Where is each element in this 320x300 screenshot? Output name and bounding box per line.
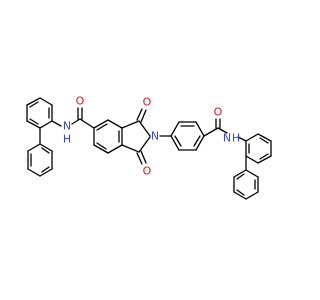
right-ring-carbonyl-bond (203, 127, 219, 137)
right-n-aryl-bond (237, 136, 247, 142)
atom-labels: O N H O O N O N H (63, 95, 240, 178)
bond-lines (26, 97, 272, 200)
left-biphenyl-upper-ring (26, 97, 53, 129)
right-carbonyl-n-bond (217, 127, 228, 134)
imide-nitrogen-label: N (151, 130, 159, 143)
molecule-structure-diagram: O N H O O N O N H (26, 94, 272, 200)
right-biphenyl-second-ring (233, 169, 259, 200)
imide-five-membered-ring (121, 108, 151, 165)
imide-bottom-oxygen-label: O (143, 165, 152, 178)
para-phenylene-ring (170, 121, 205, 151)
left-n-carbonyl-bond (71, 118, 81, 125)
imide-top-oxygen-label: O (143, 96, 152, 109)
right-amide-oxygen-label: O (214, 106, 223, 119)
left-carbonyl-ring-bond (79, 118, 95, 129)
right-amide-hydrogen-label: H (232, 132, 240, 145)
left-amide-oxygen-label: O (76, 95, 85, 108)
molecule-drawing: O N H O O N O N H (26, 95, 272, 200)
left-amide-hydrogen-label: H (63, 133, 71, 146)
left-aryl-n-bond (51, 120, 62, 127)
left-amide-nitrogen-label: N (63, 120, 71, 133)
phthalimide-benzene-ring (93, 119, 123, 154)
left-biphenyl-lower-ring (27, 143, 53, 177)
right-amide-nitrogen-label: N (223, 132, 231, 145)
right-biphenyl-first-ring (245, 133, 272, 164)
